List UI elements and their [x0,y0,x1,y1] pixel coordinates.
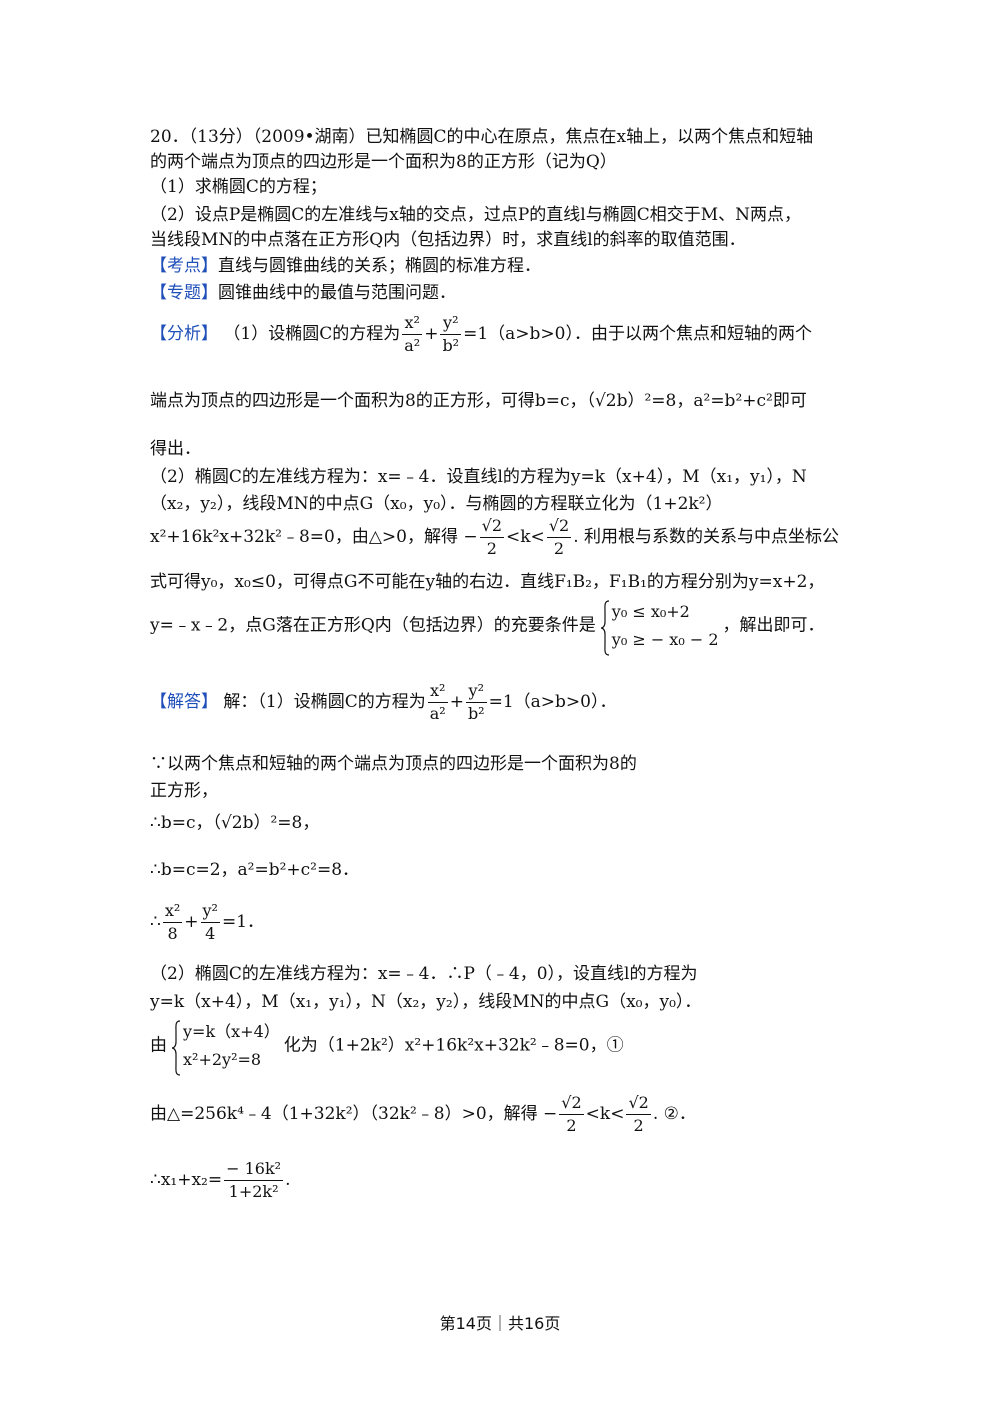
solution-text: . [285,1170,291,1190]
solution-text: =1． [221,912,265,932]
solution-tag: 【解答】 [150,692,218,712]
solution-text: ∴ [150,912,161,932]
solution-text: <k< [585,1104,625,1124]
analysis-text: ，解出即可． [722,615,825,636]
problem-line-2: 的两个端点为顶点的四边形是一个面积为8的正方形（记为Q） [150,152,617,172]
solution-line-5: ∴b=c=2，a²=b²+c²=8． [150,860,360,880]
solution-text: . ②． [652,1104,696,1124]
solution-text: 解：（1）设椭圆C的方程为 [223,692,426,712]
kaodian-line: 【考点】直线与圆锥曲线的关系；椭圆的标准方程． [150,255,541,277]
analysis-line-2: 端点为顶点的四边形是一个面积为8的正方形，可得b=c，（√2b）²=8，a²=b… [150,391,807,411]
kaodian-tag: 【考点】 [150,256,218,276]
solution-text: =1（a>b>0）． [488,692,617,712]
analysis-text: x²+16k²x+32k²﹣8=0，由△>0，解得 − [150,527,478,547]
analysis-text: <k< [506,527,545,547]
analysis-text: =1（a>b>0）．由于以两个焦点和短轴的两个 [463,324,812,344]
solution-line-2: ∵以两个焦点和短轴的两个端点为顶点的四边形是一个面积为8的 [150,754,637,774]
analysis-line-5: （x₂，y₂），线段MN的中点G（x₀，y₀）．与椭圆的方程联立化为（1+2k²… [150,494,723,514]
analysis-text: （1）设椭圆C的方程为 [223,324,401,344]
analysis-text: y=﹣x﹣2，点G落在正方形Q内（包括边界）的充要条件是 [150,615,596,636]
solution-text: 由△=256k⁴﹣4（1+32k²）（32k²﹣8）>0，解得 − [150,1104,558,1124]
solution-line-3: 正方形， [150,781,218,801]
solution-line-4: ∴b=c，（√2b）²=8， [150,813,320,833]
solution-text: 由 [150,1035,167,1056]
problem-line-1: 20．（13分）（2009•湖南）已知椭圆C的中心在原点，焦点在x轴上，以两个焦… [150,127,814,147]
solution-line-8: y=k（x+4），M（x₁，y₁），N（x₂，y₂），线段MN的中点G（x₀，y… [150,992,702,1012]
analysis-line-3: 得出． [150,439,201,459]
brace-icon [600,600,609,656]
zhuanti-text: 圆锥曲线中的最值与范围问题． [218,283,456,303]
equation-system: y=k（x+4）x²+2y²=8 [171,1018,280,1076]
analysis-line-7: 式可得y₀，x₀≤0，可得点G不可能在y轴的右边．直线F₁B₂，F₁B₁的方程分… [150,572,825,592]
kaodian-text: 直线与圆锥曲线的关系；椭圆的标准方程． [218,256,541,276]
analysis-text: . 利用根与系数的关系与中点坐标公 [573,527,839,547]
solution-text: ∴x₁+x₂= [150,1170,223,1190]
analysis-line-4: （2）椭圆C的左准线方程为：x=﹣4．设直线l的方程为y=k（x+4），M（x₁… [150,467,807,487]
brace-icon [171,1020,181,1076]
page-footer: 第14页｜共16页 [439,1314,561,1333]
problem-part-2a: （2）设点P是椭圆C的左准线与x轴的交点，过点P的直线l与椭圆C相交于M、N两点… [150,205,802,225]
analysis-tag: 【分析】 [150,324,218,344]
problem-part-1: （1）求椭圆C的方程； [150,177,327,197]
zhuanti-tag: 【专题】 [150,283,218,303]
zhuanti-line: 【专题】圆锥曲线中的最值与范围问题． [150,282,456,304]
solution-line-7: （2）椭圆C的左准线方程为：x=﹣4．∴P（﹣4，0），设直线l的方程为 [150,964,698,984]
solution-text: 化为（1+2k²）x²+16k²x+32k²﹣8=0，① [283,1035,624,1056]
problem-part-2b: 当线段MN的中点落在正方形Q内（包括边界）时，求直线l的斜率的取值范围． [150,230,746,250]
